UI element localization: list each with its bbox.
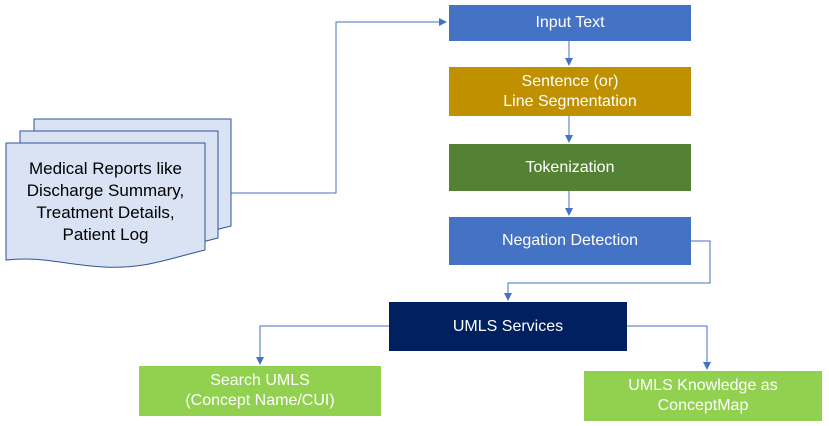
- multi-document-icon: [5, 118, 232, 268]
- step-input-text: Input Text: [449, 5, 691, 41]
- arrow-negation-to-umls: [504, 240, 711, 301]
- documents-label: Medical Reports like Discharge Summary, …: [26, 158, 185, 245]
- document-front: [5, 142, 206, 268]
- step-sentence-segmentation: Sentence (or) Line Segmentation: [449, 67, 691, 116]
- arrow-umls-to-knowledge: [627, 325, 711, 370]
- step-negation-detection: Negation Detection: [449, 217, 691, 265]
- output-search-umls: Search UMLS (Concept Name/CUI): [139, 366, 381, 416]
- arrow-umls-to-search: [256, 325, 389, 365]
- output-umls-knowledge: UMLS Knowledge as ConceptMap: [584, 371, 822, 421]
- arrow-documents-to-input: [218, 18, 447, 194]
- step-tokenization: Tokenization: [449, 144, 691, 191]
- step-umls-services: UMLS Services: [389, 302, 627, 351]
